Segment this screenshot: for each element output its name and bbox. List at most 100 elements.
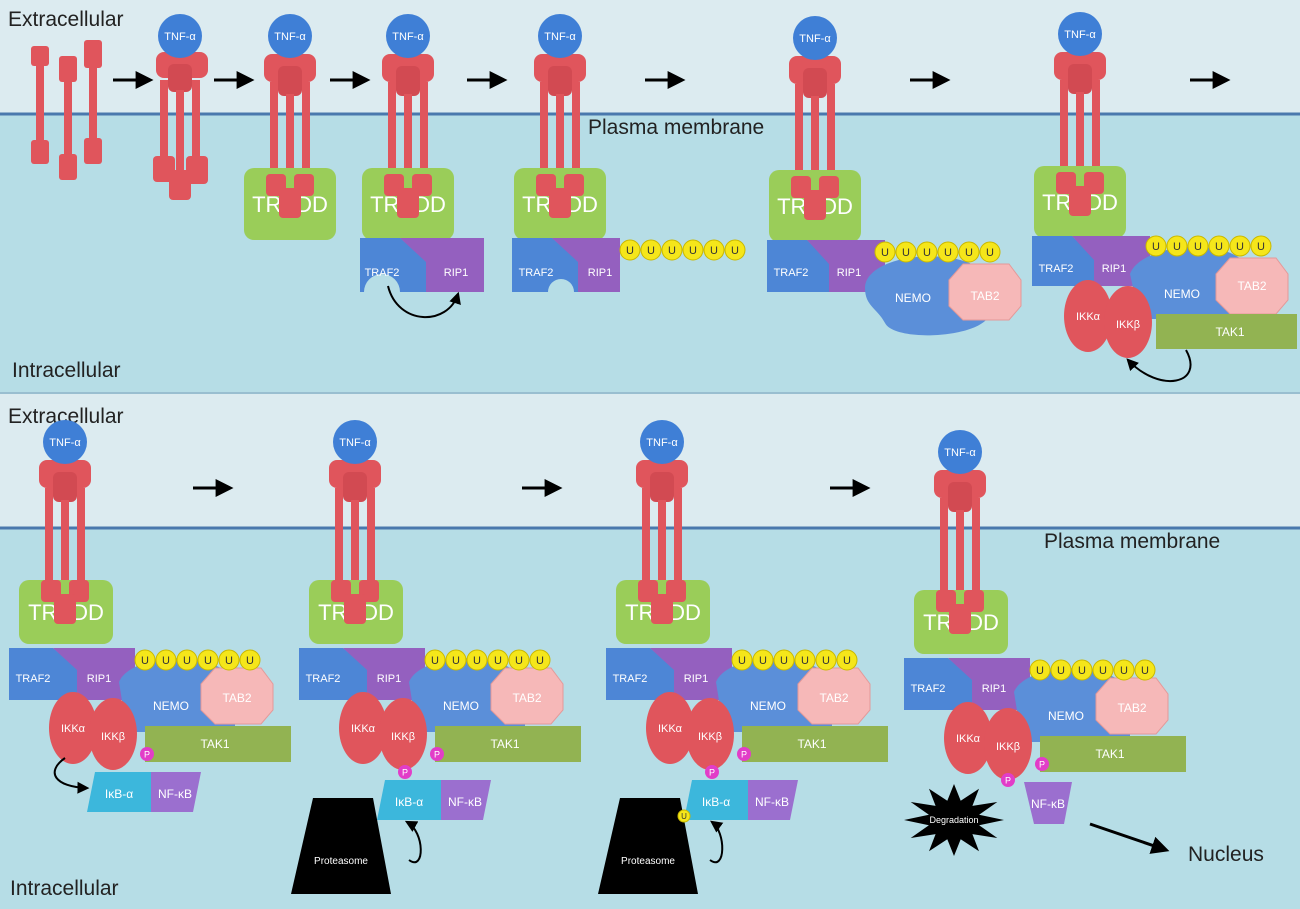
phosphate-group — [1001, 773, 1015, 787]
tak1-protein — [145, 726, 291, 762]
stage-traf2-rip1: TNF-αTRADDTRAF2RIP1 — [360, 14, 484, 318]
ubiquitin-label: U — [902, 247, 910, 259]
ubiquitin — [677, 809, 691, 823]
ubiquitin — [1029, 659, 1051, 681]
ubiquitin — [1092, 659, 1114, 681]
traf2-protein — [9, 648, 79, 700]
plasma-membrane-label-bottom: Plasma membrane — [1044, 530, 1220, 553]
traf2-protein — [606, 648, 676, 700]
activation-arrow — [53, 757, 90, 794]
receptor-monomer — [84, 40, 102, 164]
receptor-stalk — [420, 82, 428, 180]
ubiquitin — [874, 241, 896, 263]
receptor-stalk — [674, 488, 682, 586]
nfkb-label: NF-κB — [158, 787, 192, 801]
nemo-label: NEMO — [1164, 287, 1200, 301]
ubiquitin — [895, 241, 917, 263]
ikk-beta-label: IKKβ — [996, 741, 1020, 753]
ikk-alpha-label: IKKα — [61, 723, 86, 735]
tak1-label: TAK1 — [1215, 325, 1244, 339]
ubiquitin-label: U — [162, 655, 170, 667]
nfkb-protein — [1024, 782, 1072, 824]
traf2-label: TRAF2 — [365, 267, 400, 279]
ubiquitin-label: U — [246, 655, 254, 667]
phosphate-group — [398, 765, 412, 779]
ubiquitin — [1250, 235, 1272, 257]
ubiquitin-label: U — [1257, 241, 1265, 253]
traf2-label: TRAF2 — [16, 673, 51, 685]
ubiquitin-label: U — [1036, 665, 1044, 677]
tnf-alpha-label: TNF-α — [799, 33, 831, 45]
receptor-monomer — [31, 46, 49, 164]
receptor-stalk — [45, 488, 53, 586]
tak1-label: TAK1 — [200, 737, 229, 751]
rip1-protein — [343, 648, 425, 700]
phosphate-label: P — [1039, 760, 1045, 770]
tak1-label: TAK1 — [797, 737, 826, 751]
nemo-label: NEMO — [895, 291, 931, 305]
receptor-top-domain — [343, 472, 367, 502]
tak1-protein — [1040, 736, 1186, 772]
ubiquitin-label: U — [668, 245, 676, 257]
tak1-protein — [435, 726, 581, 762]
traf2-protein — [1032, 236, 1096, 286]
ikk-alpha-label: IKKα — [658, 723, 683, 735]
rip1-protein — [650, 648, 732, 700]
traf2-label: TRAF2 — [306, 673, 341, 685]
ubiquitin — [836, 649, 858, 671]
rip1-protein — [400, 238, 484, 292]
tnf-alpha-label: TNF-α — [944, 447, 976, 459]
phosphate-group — [430, 747, 444, 761]
ubiquitin-label: U — [822, 655, 830, 667]
tnf-alpha-ligand — [1058, 12, 1102, 56]
stage-ikb-ubiquitination: TNF-αTRADDTRAF2RIP1NEMOTAB2UUUUUUTAK1IKK… — [598, 420, 888, 894]
ubiquitin — [752, 649, 774, 671]
ubiquitin-label: U — [1057, 665, 1065, 677]
ikk-beta-protein — [984, 708, 1032, 780]
ubiquitin — [724, 239, 746, 261]
phosphate-label: P — [402, 768, 408, 778]
traf2-protein — [299, 648, 369, 700]
nemo-label: NEMO — [443, 699, 479, 713]
receptor-intracellular-domain — [804, 190, 826, 220]
tnf-alpha-ligand — [333, 420, 377, 464]
nemo-label: NEMO — [750, 699, 786, 713]
stage-proteasome-recruit: TNF-αTRADDTRAF2RIP1NEMOTAB2UUUUUUTAK1IKK… — [291, 420, 581, 894]
ubiquitin-label: U — [1141, 665, 1149, 677]
rip1-label: RIP1 — [588, 267, 612, 279]
extracellular-label-top: Extracellular — [8, 8, 124, 31]
ubiquitin-label: U — [759, 655, 767, 667]
ubiquitin — [508, 649, 530, 671]
receptor-top-domain — [53, 472, 77, 502]
ubiquitin — [958, 241, 980, 263]
ubiquitin-label: U — [801, 655, 809, 667]
ubiquitin-label: U — [1099, 665, 1107, 677]
receptor-stalk — [77, 488, 85, 586]
ikk-alpha-protein — [49, 692, 97, 764]
receptor-top-domain — [278, 66, 302, 96]
phosphate-group — [705, 765, 719, 779]
tnf-alpha-ligand — [938, 430, 982, 474]
ubiquitin-label: U — [1120, 665, 1128, 677]
activation-arrow — [709, 820, 724, 864]
activation-arrow — [1126, 349, 1192, 383]
tnf-alpha-label: TNF-α — [646, 437, 678, 449]
extracellular-label-bottom: Extracellular — [8, 405, 124, 428]
phosphate-label: P — [434, 750, 440, 760]
nfkb-protein — [151, 772, 201, 812]
ubiquitin — [937, 241, 959, 263]
ubiquitin-label: U — [647, 245, 655, 257]
ubiquitin — [218, 649, 240, 671]
receptor-stalk — [61, 500, 69, 600]
receptor-top-domain — [548, 66, 572, 96]
ubiquitin — [1208, 235, 1230, 257]
ubiquitin-label: U — [881, 247, 889, 259]
ikk-beta-label: IKKβ — [391, 731, 415, 743]
receptor-monomer — [59, 56, 77, 180]
receptor-stalk — [270, 82, 278, 180]
tnf-alpha-label: TNF-α — [164, 31, 196, 43]
ubiquitin-label: U — [738, 655, 746, 667]
receptor-stalk — [367, 488, 375, 586]
tab2-label: TAB2 — [1237, 279, 1266, 293]
